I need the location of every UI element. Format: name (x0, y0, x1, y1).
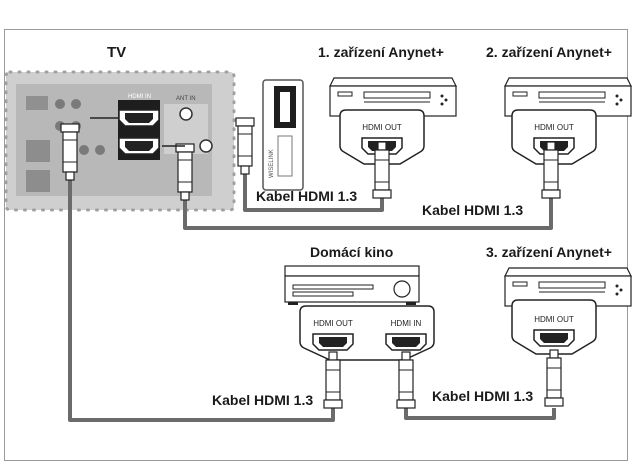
tv-hdmi-port-2 (118, 137, 160, 155)
cable-tv-hometheater (68, 180, 335, 422)
tv-hdmi-port-1 (118, 109, 160, 127)
diagram-frame (4, 29, 628, 461)
plug-device2 (541, 141, 561, 199)
plug-ht-in (396, 351, 416, 409)
cable-label-hometheater: Kabel HDMI 1.3 (212, 392, 314, 408)
cable-label-device2: Kabel HDMI 1.3 (422, 202, 524, 218)
plug-tv-device2 (175, 143, 195, 201)
tv-hdmi-in-label: HDMI IN (128, 94, 151, 100)
cable-label-device3: Kabel HDMI 1.3 (432, 388, 534, 404)
plug-ht-out (323, 351, 343, 409)
port-bubble-device3 (511, 299, 597, 355)
cable-tv-device2 (183, 198, 553, 230)
device3-label: 3. zařízení Anynet+ (486, 244, 612, 260)
ht-hdmi-in-label: HDMI IN (391, 319, 422, 328)
plug-tv-hometheater (60, 123, 80, 181)
plug-tv-device1 (235, 117, 255, 175)
cables (68, 174, 556, 422)
port-bubble-hometheater (299, 305, 435, 361)
cable-ht-device3 (404, 408, 556, 420)
port-bubble-device2 (511, 109, 597, 165)
tv-label: TV (107, 44, 127, 61)
tv-ant-in-label: ANT IN (176, 96, 196, 102)
home-theater-unit (284, 265, 420, 305)
cable-tv-device1 (243, 174, 384, 212)
side-hdmi-label: HDMI IN 3 (282, 93, 288, 122)
cable-label-device1: Kabel HDMI 1.3 (256, 188, 358, 204)
tv-side-panel (262, 79, 304, 191)
device1-label: 1. zařízení Anynet+ (318, 44, 444, 60)
device1-hdmi-out-label: HDMI OUT (362, 123, 402, 132)
port-bubble-device1 (339, 109, 425, 165)
plug-device1 (372, 141, 392, 199)
device2-label: 2. zařízení Anynet+ (486, 44, 612, 60)
ht-hdmi-out-label: HDMI OUT (313, 319, 353, 328)
side-wiselink-label: WISELINK (269, 149, 275, 178)
device2-hdmi-out-label: HDMI OUT (534, 123, 574, 132)
home-theater-label: Domácí kino (310, 244, 394, 260)
device3-hdmi-out-label: HDMI OUT (534, 315, 574, 324)
plug-device3 (544, 349, 564, 407)
